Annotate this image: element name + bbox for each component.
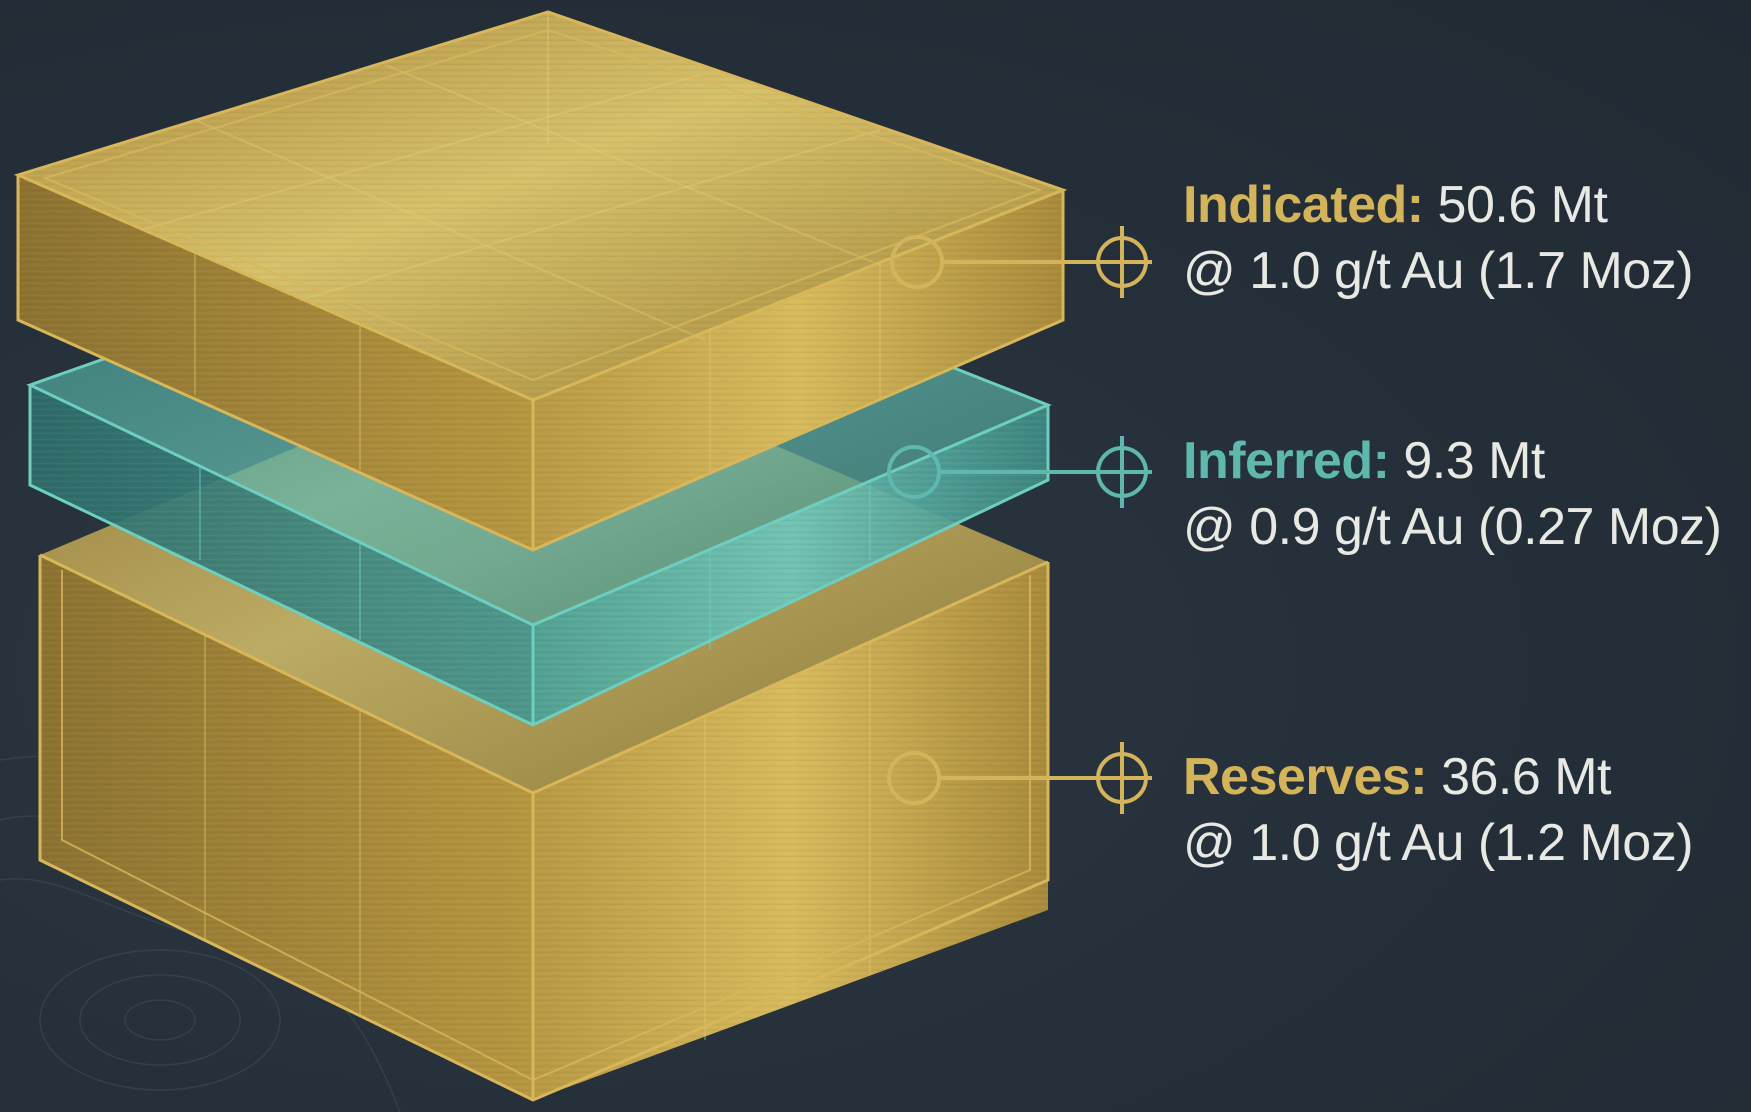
reserves-tonnage: 36.6 Mt: [1441, 748, 1611, 806]
inferred-label-line1: Inferred: 9.3 Mt: [1183, 428, 1721, 494]
reserves-label-line1: Reserves: 36.6 Mt: [1183, 744, 1693, 810]
inferred-label: Inferred: 9.3 Mt @ 0.9 g/t Au (0.27 Moz): [1183, 428, 1722, 560]
inferred-tonnage: 9.3 Mt: [1403, 432, 1545, 490]
inferred-grade: @ 0.9 g/t Au (0.27 Moz): [1183, 498, 1722, 556]
indicated-block: [13, 10, 1068, 552]
indicated-label-line1: Indicated: 50.6 Mt: [1183, 172, 1693, 238]
reserves-label: Reserves: 36.6 Mt @ 1.0 g/t Au (1.2 Moz): [1183, 744, 1694, 876]
indicated-callout: [890, 226, 1152, 298]
indicated-label: Indicated: 50.6 Mt @ 1.0 g/t Au (1.7 Moz…: [1183, 172, 1694, 304]
reserves-callout: [887, 742, 1152, 814]
reserves-grade: @ 1.0 g/t Au (1.2 Moz): [1183, 814, 1694, 872]
indicated-tonnage: 50.6 Mt: [1437, 176, 1608, 234]
indicated-name: Indicated:: [1183, 176, 1424, 234]
indicated-grade: @ 1.0 g/t Au (1.7 Moz): [1183, 242, 1694, 300]
inferred-name: Inferred:: [1183, 432, 1390, 490]
inferred-callout: [887, 436, 1152, 508]
reserves-name: Reserves:: [1183, 748, 1428, 806]
